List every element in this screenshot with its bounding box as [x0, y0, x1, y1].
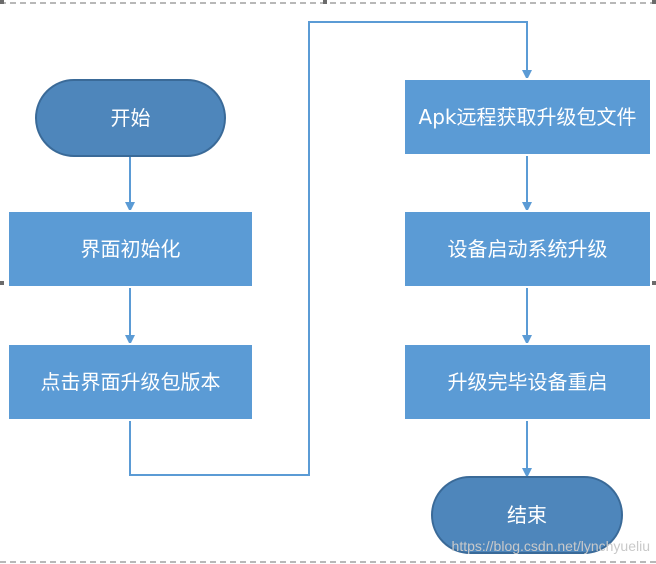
corner-mark-tl — [0, 0, 4, 4]
end-label: 结束 — [507, 503, 547, 527]
connectors — [125, 21, 532, 478]
click-upgrade-process: 点击界面升级包版本 — [7, 343, 254, 421]
corner-mark-tm — [323, 0, 327, 4]
end-terminal: 结束 — [431, 476, 623, 554]
apk-fetch-label: Apk远程获取升级包文件 — [419, 105, 637, 129]
border-top-dash — [0, 2, 656, 4]
click-upgrade-label: 点击界面升级包版本 — [41, 370, 221, 394]
device-upgrade-label: 设备启动系统升级 — [448, 237, 608, 261]
corner-mark-tr — [652, 0, 656, 4]
init-ui-process: 界面初始化 — [7, 210, 254, 288]
init-ui-label: 界面初始化 — [81, 237, 181, 261]
start-terminal: 开始 — [35, 79, 226, 157]
connector-click-to-apk — [129, 21, 532, 476]
watermark: https://blog.csdn.net/lynchyueliu — [451, 538, 650, 554]
corner-mark-ml — [0, 281, 4, 285]
upgrade-done-reboot-process: 升级完毕设备重启 — [403, 343, 652, 421]
device-upgrade-process: 设备启动系统升级 — [403, 210, 652, 288]
upgrade-done-reboot-label: 升级完毕设备重启 — [448, 370, 608, 394]
border-bottom-dash — [0, 561, 656, 563]
apk-fetch-process: Apk远程获取升级包文件 — [403, 78, 652, 156]
corner-mark-mr — [652, 281, 656, 285]
start-label: 开始 — [111, 106, 151, 130]
